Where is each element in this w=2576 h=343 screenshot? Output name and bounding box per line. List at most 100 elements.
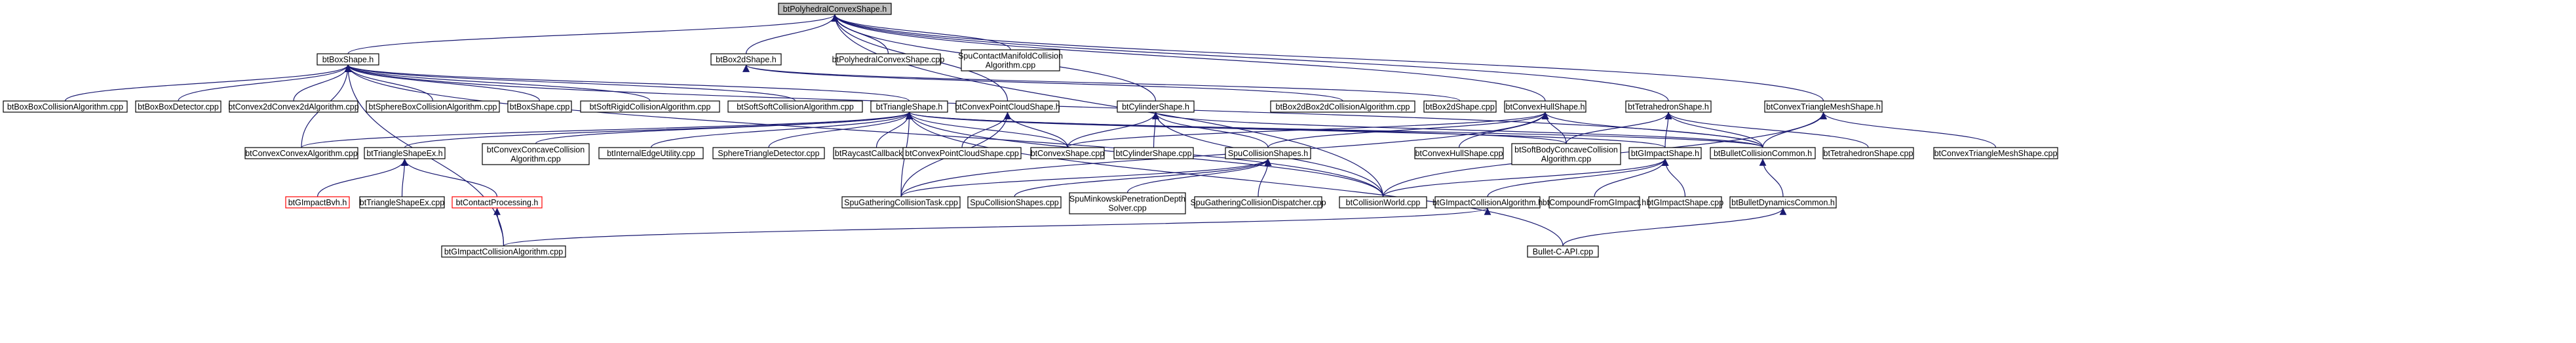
node-label: Bullet-C-API.cpp (1533, 247, 1593, 256)
graph-node[interactable]: btGImpactCollisionAlgorithm.cpp (441, 245, 566, 258)
node-box (967, 196, 1062, 209)
graph-node[interactable]: btRaycastCallback.cpp (833, 147, 920, 159)
dependency-edge (831, 14, 1011, 50)
node-label: btInternalEdgeUtility.cpp (607, 149, 695, 158)
graph-node[interactable]: btGImpactShape.cpp (1647, 196, 1723, 209)
graph-node[interactable]: btConvexConvexAlgorithm.cpp (244, 147, 358, 159)
node-label: btBoxBoxDetector.cpp (138, 102, 219, 111)
graph-node[interactable]: btTetrahedronShape.cpp (1822, 147, 1914, 159)
node-box (1548, 196, 1640, 209)
graph-node[interactable]: btTriangleShapeEx.cpp (359, 196, 445, 209)
dependency-edge (906, 111, 1564, 247)
dependency-edge (1382, 158, 1669, 197)
graph-node[interactable]: btInternalEdgeUtility.cpp (598, 147, 704, 159)
node-label: btBoxBoxCollisionAlgorithm.cpp (7, 102, 123, 111)
dependency-edge (831, 14, 1669, 102)
graph-node[interactable]: btCollisionWorld.cpp (1339, 196, 1427, 209)
graph-node[interactable]: SpuGatheringCollisionDispatcher.cpp (1190, 196, 1326, 209)
dependency-edge (301, 111, 913, 148)
node-label: btGImpactCollisionAlgorithm.cpp (444, 247, 563, 256)
graph-node[interactable]: btBoxBoxCollisionAlgorithm.cpp (3, 100, 128, 113)
node-label: btTetrahedronShape.h (1628, 102, 1709, 111)
node-label: btPolyhedralConvexShape.h (783, 5, 887, 14)
node-label: btConvexTriangleMeshShape.h (1766, 102, 1881, 111)
graph-node[interactable]: btConvexShape.cpp (1030, 147, 1105, 159)
dependency-edge (293, 64, 352, 102)
graph-node[interactable]: btBulletDynamicsCommon.h (1729, 196, 1837, 209)
graph-node[interactable]: btConvexTriangleMeshShape.h (1764, 100, 1883, 113)
node-box (1729, 196, 1837, 209)
graph-node[interactable]: btConvexHullShape.h (1504, 100, 1586, 113)
graph-node[interactable]: btTriangleShapeEx.h (364, 147, 446, 159)
dependency-edge (404, 111, 913, 148)
node-label: btCompoundFromGImpact.h (1543, 198, 1646, 207)
graph-node[interactable]: btBoxShape.cpp (507, 100, 572, 113)
node-box (778, 3, 892, 15)
node-box (1194, 196, 1322, 209)
graph-node[interactable]: Bullet-C-API.cpp (1527, 245, 1599, 258)
dependency-edge (401, 158, 408, 197)
graph-node[interactable]: btSoftRigidCollisionAlgorithm.cpp (580, 100, 720, 113)
node-box (1511, 143, 1621, 165)
graph-node[interactable]: btPolyhedralConvexShape.cpp (832, 53, 945, 66)
dependency-edge (742, 64, 1461, 102)
graph-node[interactable]: SphereTriangleDetector.cpp (712, 147, 825, 159)
graph-node[interactable]: btCompoundFromGImpact.h (1543, 196, 1646, 209)
node-label: btBox2dBox2dCollisionAlgorithm.cpp (1276, 102, 1410, 111)
node-label: btGImpactShape.cpp (1647, 198, 1723, 207)
node-label: btConvexConcaveCollision (487, 146, 585, 155)
graph-node[interactable]: btBoxBoxDetector.cpp (135, 100, 221, 113)
graph-node[interactable]: btBox2dBox2dCollisionAlgorithm.cpp (1270, 100, 1415, 113)
node-box (712, 147, 825, 159)
node-label: Algorithm.cpp (1541, 155, 1591, 164)
graph-node[interactable]: btCylinderShape.h (1117, 100, 1195, 113)
graph-node[interactable]: btBox2dShape.h (710, 53, 782, 66)
node-label: btConvexTriangleMeshShape.cpp (1934, 149, 2058, 158)
graph-node[interactable]: btConvexTriangleMeshShape.cpp (1933, 147, 2058, 159)
graph-node[interactable]: btCylinderShape.cpp (1113, 147, 1194, 159)
node-label: btBulletDynamicsCommon.h (1731, 198, 1835, 207)
graph-node[interactable]: btTetrahedronShape.h (1625, 100, 1712, 113)
graph-node[interactable]: btBox2dShape.cpp (1423, 100, 1497, 113)
graph-node[interactable]: btGImpactCollisionAlgorithm.h (1432, 196, 1543, 209)
graph-node[interactable]: btConvex2dConvex2dAlgorithm.cpp (228, 100, 359, 113)
graph-node[interactable]: btConvexPointCloudShape.cpp (902, 147, 1022, 159)
node-box (870, 100, 948, 113)
graph-node[interactable]: SpuCollisionShapes.cpp (967, 196, 1062, 209)
graph-node[interactable]: btSoftSoftCollisionAlgorithm.cpp (727, 100, 863, 113)
dependency-edge (768, 111, 913, 148)
dependency-edge (1664, 111, 1763, 148)
node-box (364, 147, 446, 159)
dependency-edge (178, 64, 352, 102)
graph-node[interactable]: btContactProcessing.h (452, 196, 543, 209)
node-box (727, 100, 863, 113)
dependency-edge (1067, 111, 1159, 148)
node-label: btGImpactCollisionAlgorithm.h (1432, 198, 1543, 207)
node-label: btRaycastCallback.cpp (835, 149, 918, 158)
graph-node[interactable]: btGImpactBvh.h (285, 196, 350, 209)
graph-node[interactable]: btSphereBoxCollisionAlgorithm.cpp (366, 100, 500, 113)
nodes-layer: btPolyhedralConvexShape.h btBoxShape.h btB… (3, 3, 2058, 258)
graph-node[interactable]: SpuGatheringCollisionTask.cpp (841, 196, 961, 209)
node-box (1933, 147, 2058, 159)
graph-node[interactable]: btTriangleShape.h (870, 100, 948, 113)
dependency-edge (1562, 207, 1787, 247)
graph-node[interactable]: SpuCollisionShapes.h (1225, 147, 1311, 159)
dependency-edge (344, 64, 796, 102)
node-box (1339, 196, 1427, 209)
graph-node[interactable]: btBulletCollisionCommon.h (1710, 147, 1816, 159)
graph-node[interactable]: btConvexHullShape.cpp (1414, 147, 1504, 159)
node-box (1423, 100, 1497, 113)
node-label: btTetrahedronShape.cpp (1824, 149, 1913, 158)
graph-node[interactable]: btConvexPointCloudShape.h (955, 100, 1060, 113)
node-label: btPolyhedralConvexShape.cpp (832, 55, 945, 64)
node-label: btConvexConvexAlgorithm.cpp (245, 149, 358, 158)
graph-node[interactable]: btGImpactShape.h (1628, 147, 1702, 159)
node-box (1764, 100, 1883, 113)
dependency-edge (1759, 158, 1784, 197)
graph-node[interactable]: btBoxShape.h (317, 53, 379, 66)
